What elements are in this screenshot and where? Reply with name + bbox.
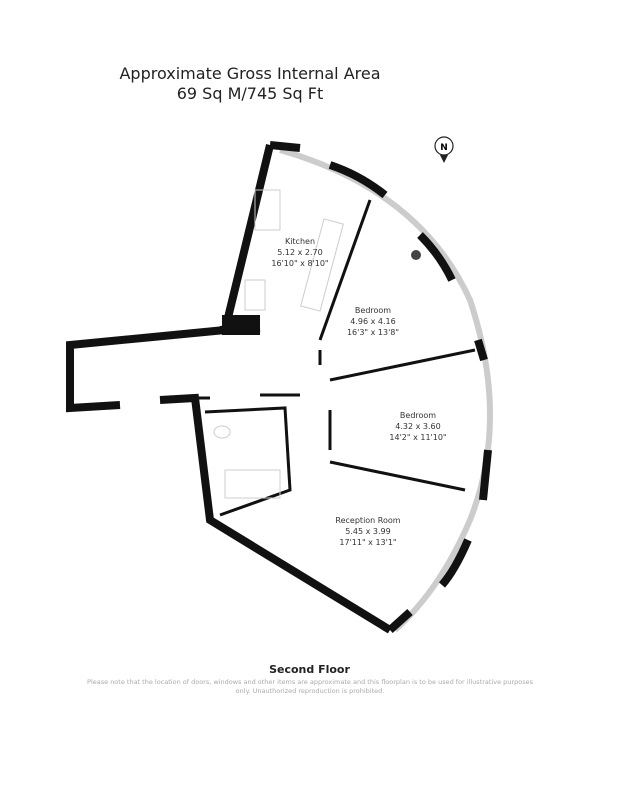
compass-icon: N [434,136,454,163]
room-kitchen: Kitchen 5.12 x 2.70 16'10" x 8'10" [271,237,328,268]
area-value: 69 Sq M/745 Sq Ft [176,84,324,103]
disclaimer: Please note that the location of doors, … [87,678,533,695]
room-metric: 4.32 x 3.60 [395,422,440,431]
room-metric: 4.96 x 4.16 [350,317,395,326]
room-name: Bedroom [400,411,436,420]
room-imperial: 16'10" x 8'10" [271,259,328,268]
gross-area-title: Approximate Gross Internal Area 69 Sq M/… [0,64,500,104]
room-imperial: 16'3" x 13'8" [347,328,399,337]
walls [66,141,492,634]
room-imperial: 14'2" x 11'10" [389,433,446,442]
room-bedroom-1: Bedroom 4.96 x 4.16 16'3" x 13'8" [347,306,399,337]
room-metric: 5.12 x 2.70 [277,248,322,257]
area-heading: Approximate Gross Internal Area [119,64,381,83]
window-arc [279,147,493,633]
room-reception: Reception Room 5.45 x 3.99 17'11" x 13'1… [335,516,400,547]
room-name: Reception Room [335,516,400,525]
room-metric: 5.45 x 3.99 [345,527,390,536]
fixtures [213,189,344,499]
room-bedroom-2: Bedroom 4.32 x 3.60 14'2" x 11'10" [389,411,446,442]
light-fixture-icon [411,250,421,260]
internal-walls [195,199,476,517]
room-name: Bedroom [355,306,391,315]
room-imperial: 17'11" x 13'1" [339,538,396,547]
room-name: Kitchen [285,237,315,246]
compass-label: N [440,143,448,153]
floor-label: Second Floor [269,663,350,676]
